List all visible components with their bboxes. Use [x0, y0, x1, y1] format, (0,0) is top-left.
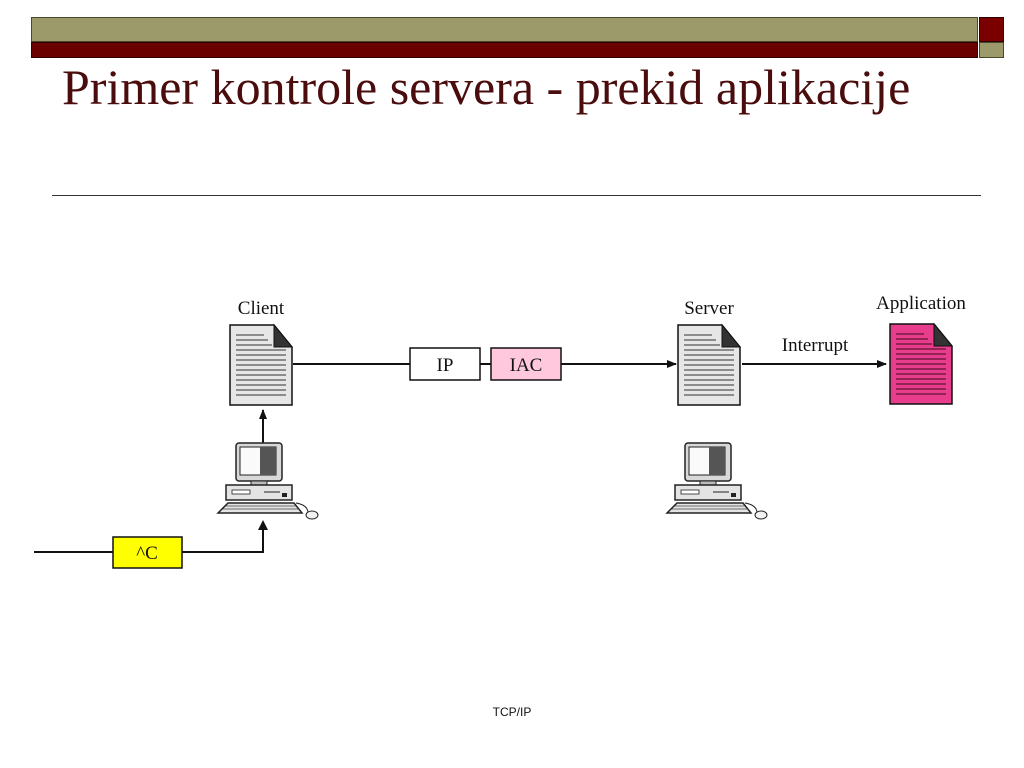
client-computer-icon	[217, 442, 319, 520]
server-document-icon	[677, 323, 742, 406]
header-bar-dark-red	[31, 42, 978, 58]
slide-title: Primer kontrole servera - prekid aplikac…	[62, 59, 911, 115]
ip-packet-label: IP	[437, 355, 454, 376]
ctrl-c-label: ^C	[136, 543, 158, 564]
slide-footer: TCP/IP	[492, 705, 532, 719]
application-label: Application	[876, 293, 966, 314]
iac-packet-label: IAC	[510, 355, 543, 376]
keyboard-input-line	[34, 528, 264, 553]
header-corner-olive	[979, 42, 1004, 58]
header-bar-olive	[31, 17, 978, 42]
iac-packet: IAC	[490, 347, 562, 381]
interrupt-label: Interrupt	[782, 335, 849, 356]
client-label: Client	[238, 298, 285, 319]
title-divider	[52, 195, 981, 196]
ctrl-c-packet: ^C	[112, 536, 183, 569]
server-label: Server	[684, 298, 734, 319]
application-document-icon	[889, 322, 954, 405]
ip-packet: IP	[409, 347, 481, 381]
header-corner-red	[979, 17, 1004, 42]
server-computer-icon	[666, 442, 768, 520]
client-document-icon	[229, 323, 294, 406]
